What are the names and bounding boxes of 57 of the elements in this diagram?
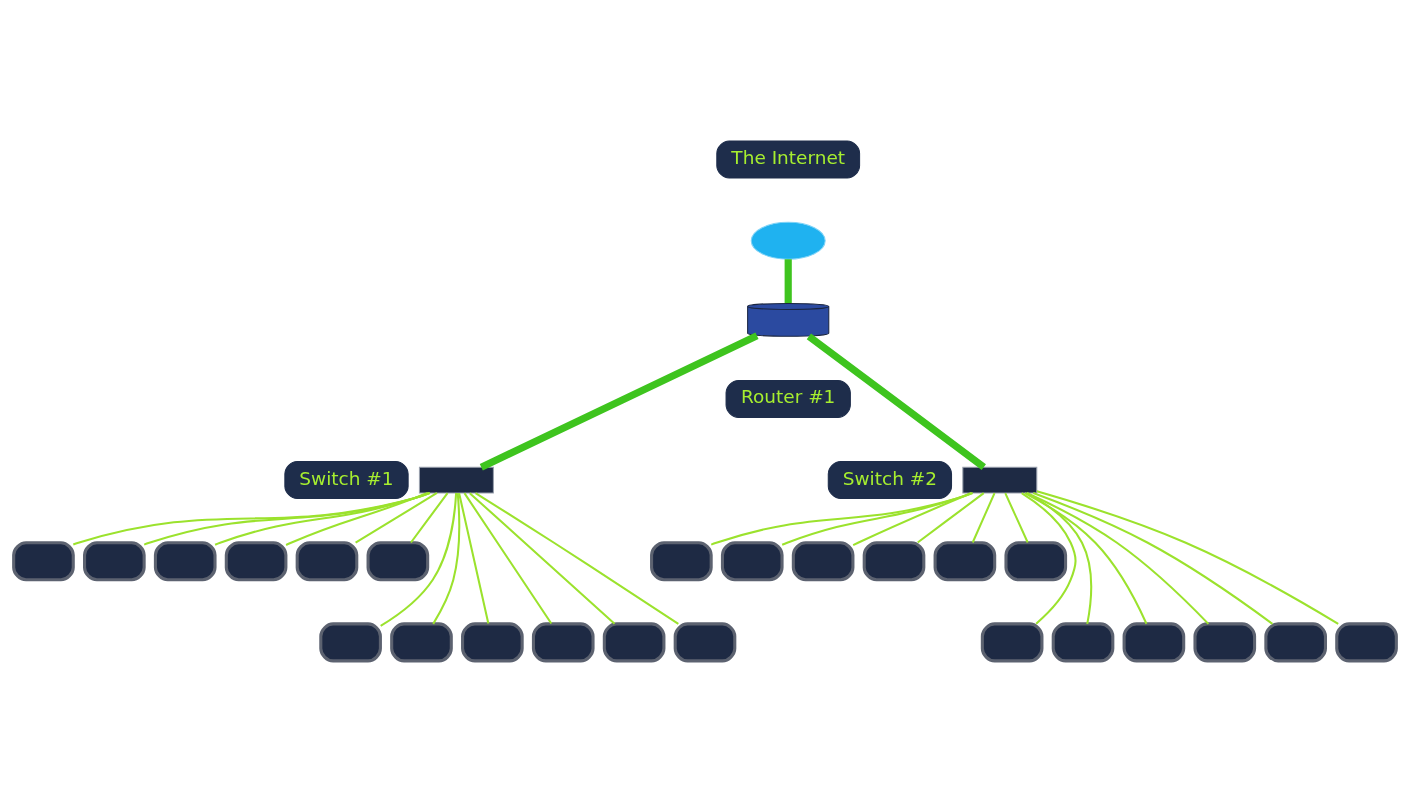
node-box: Switch #2 (827, 460, 952, 499)
connector (852, 491, 972, 546)
node-box (1263, 621, 1327, 662)
connector (781, 491, 972, 546)
connector (214, 491, 429, 546)
node-box (460, 621, 524, 662)
connector (1026, 491, 1209, 625)
node-box (153, 540, 217, 581)
connector (285, 491, 428, 546)
node-box (1122, 621, 1185, 662)
connector (1003, 492, 1029, 543)
node-box (1051, 621, 1114, 662)
node-box (11, 540, 75, 581)
node-box (673, 621, 736, 662)
node-box (1192, 621, 1256, 662)
node-box (531, 621, 595, 662)
node-box (720, 540, 784, 581)
node-box (933, 540, 996, 581)
connector (806, 332, 986, 470)
connector (468, 491, 615, 624)
connector (72, 491, 430, 545)
node-box (980, 621, 1043, 662)
connector (457, 492, 489, 624)
connector (431, 492, 460, 624)
node-box (649, 540, 713, 581)
connector (354, 491, 438, 544)
node-box (961, 466, 1037, 493)
node-cloud (750, 221, 826, 260)
connector (710, 491, 973, 546)
node-box (862, 540, 925, 581)
connector (1020, 491, 1077, 624)
connector (916, 491, 984, 543)
node-box (318, 621, 382, 662)
connector (143, 491, 430, 546)
connector (1023, 491, 1147, 624)
node-box (1003, 540, 1067, 581)
node-box (1334, 621, 1398, 662)
node-box (295, 540, 358, 581)
node-box (366, 540, 429, 581)
connector (479, 332, 759, 470)
node-box: The Internet (715, 140, 860, 179)
connector (379, 492, 457, 627)
node-box (602, 621, 665, 662)
node-box (224, 540, 287, 581)
node-box (418, 466, 494, 493)
node-box: Switch #1 (283, 460, 409, 499)
node-box (791, 540, 854, 581)
connector (474, 491, 679, 625)
connector (1032, 491, 1273, 625)
connector (971, 492, 995, 543)
connector (409, 492, 448, 543)
node-box (389, 621, 453, 662)
connector (784, 258, 792, 303)
node-box: Router #1 (725, 379, 851, 418)
connector (463, 492, 552, 624)
node-box (82, 540, 146, 581)
connector (1036, 489, 1339, 625)
